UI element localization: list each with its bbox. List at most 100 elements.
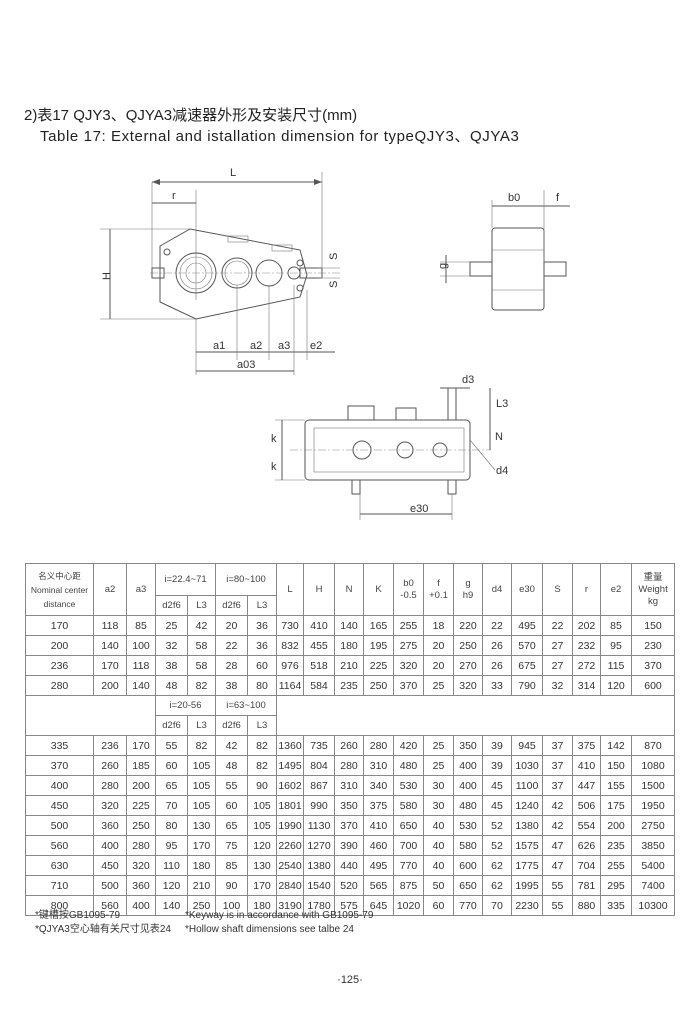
table-cell: 95 — [600, 635, 633, 656]
table-cell: 530 — [393, 775, 425, 796]
table-cell: 280 — [363, 735, 395, 756]
note-keyway-en: *Keyway is in accordance with GB1095-79 — [185, 910, 374, 921]
table-cell: 1100 — [511, 775, 544, 796]
table-cell: 710 — [25, 875, 94, 896]
table-cell: 375 — [572, 735, 602, 756]
table-cell: 150 — [600, 755, 633, 776]
table-cell: 28 — [215, 655, 249, 676]
note-hollow-shaft-cn: *QJYA3空心轴有关尺寸见表24 — [35, 924, 171, 935]
table-cell: 236 — [25, 655, 94, 676]
table-cell: 42 — [542, 815, 574, 836]
table-cell: 945 — [511, 735, 544, 756]
subheader-lower-3: L3 — [247, 715, 278, 736]
dim-label-r: r — [172, 190, 176, 202]
dim-label-a2: a2 — [250, 340, 262, 352]
header-ratio-group-4: i=63~100 — [215, 695, 278, 716]
table-cell: 90 — [215, 875, 249, 896]
table-cell: 310 — [363, 755, 395, 776]
table-cell: 170 — [247, 875, 278, 896]
table-cell: 200 — [600, 815, 633, 836]
table-cell: 60 — [215, 795, 249, 816]
table-cell: 27 — [542, 635, 574, 656]
table-cell: 1995 — [511, 875, 544, 896]
subheader-lower-2: d2f6 — [215, 715, 249, 736]
table-cell: 37 — [542, 735, 574, 756]
table-cell: 202 — [572, 615, 602, 636]
table-cell: 495 — [363, 855, 395, 876]
front-view-drawing: L r H S S a1 a2 a3 e2 a03 — [100, 167, 340, 375]
plan-view-drawing: k k d3 L3 N d4 e30 — [271, 374, 508, 520]
table-cell: 280 — [25, 675, 94, 696]
table-cell: 62 — [482, 875, 513, 896]
table-cell: 25 — [423, 755, 455, 776]
header-col-18: r — [572, 563, 602, 616]
table-cell: 170 — [186, 835, 217, 856]
table-cell: 200 — [126, 775, 156, 796]
dim-label-a1: a1 — [213, 340, 225, 352]
header-col-17: S — [542, 563, 574, 616]
table-cell: 22 — [542, 615, 574, 636]
table-cell: 447 — [572, 775, 602, 796]
dim-label-g: g — [437, 263, 449, 269]
table-cell: 781 — [572, 875, 602, 896]
table-cell: 1990 — [276, 815, 305, 836]
dim-label-f: f — [556, 192, 560, 204]
table-cell: 230 — [631, 635, 676, 656]
table-cell: 105 — [186, 755, 217, 776]
table-cell: 320 — [93, 795, 127, 816]
table-cell: 400 — [453, 775, 484, 796]
table-cell: 1030 — [511, 755, 544, 776]
table-cell: 150 — [631, 615, 676, 636]
table-cell: 600 — [453, 855, 484, 876]
table-cell: 455 — [303, 635, 336, 656]
table-cell: 360 — [93, 815, 127, 836]
table-cell: 870 — [631, 735, 676, 756]
table-cell: 460 — [363, 835, 395, 856]
table-cell: 370 — [334, 815, 365, 836]
table-cell: 39 — [482, 755, 513, 776]
table-cell: 5400 — [631, 855, 676, 876]
table-cell: 55 — [155, 735, 188, 756]
table-cell: 645 — [363, 895, 395, 916]
table-cell: 626 — [572, 835, 602, 856]
table-cell: 82 — [247, 735, 278, 756]
table-cell: 105 — [186, 775, 217, 796]
table-cell: 1240 — [511, 795, 544, 816]
table-cell: 115 — [600, 655, 633, 676]
table-cell: 82 — [186, 735, 217, 756]
dim-label-H: H — [101, 272, 113, 280]
table-cell: 155 — [600, 775, 633, 796]
table-cell: 320 — [126, 855, 156, 876]
table-cell: 410 — [303, 615, 336, 636]
table-cell: 235 — [600, 835, 633, 856]
table-cell: 118 — [126, 655, 156, 676]
table-cell: 1080 — [631, 755, 676, 776]
table-cell: 2230 — [511, 895, 544, 916]
dim-label-a3: a3 — [278, 340, 290, 352]
table-cell: 350 — [453, 735, 484, 756]
table-cell: 580 — [453, 835, 484, 856]
table-cell: 85 — [600, 615, 633, 636]
table-cell: 700 — [393, 835, 425, 856]
table-cell: 410 — [572, 755, 602, 776]
page-number: ·125· — [337, 974, 363, 986]
table-cell: 340 — [363, 775, 395, 796]
table-cell: 280 — [334, 755, 365, 776]
table-cell: 30 — [423, 775, 455, 796]
table-cell: 370 — [25, 755, 94, 776]
table-cell: 95 — [155, 835, 188, 856]
table-cell: 60 — [423, 895, 455, 916]
dim-label-S-bottom: S — [328, 281, 340, 288]
table-cell: 42 — [186, 615, 217, 636]
table-cell: 22 — [215, 635, 249, 656]
table-cell: 1360 — [276, 735, 305, 756]
table-cell: 58 — [186, 655, 217, 676]
